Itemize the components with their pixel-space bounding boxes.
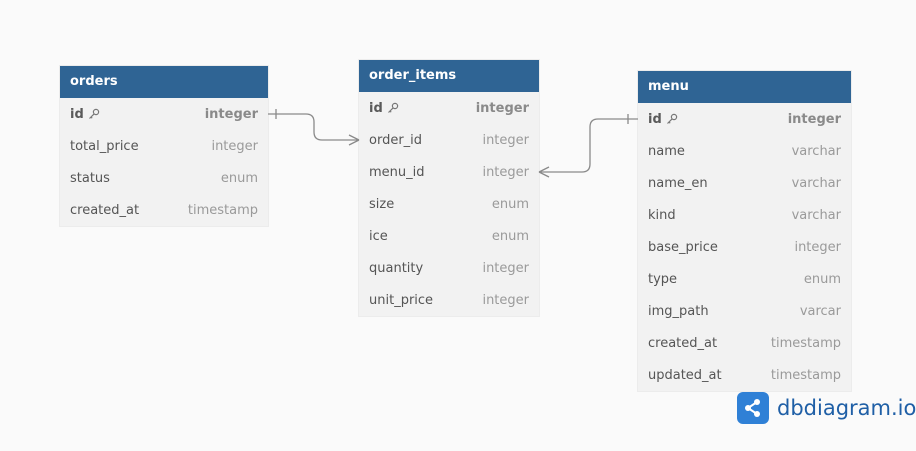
table-header[interactable]: menu [638,71,851,103]
field-name: quantity [369,260,424,276]
field-row[interactable]: created_at timestamp [60,194,268,226]
field-type: integer [482,292,529,308]
field-name: ice [369,228,388,244]
key-icon [88,108,100,120]
field-row[interactable]: created_at timestamp [638,327,851,359]
field-name: menu_id [369,164,425,180]
field-type: integer [482,164,529,180]
key-icon [387,102,399,114]
field-name: kind [648,207,676,223]
field-row[interactable]: id integer [638,103,851,135]
field-row[interactable]: name_en varchar [638,167,851,199]
field-name: created_at [70,202,140,218]
field-row[interactable]: id integer [60,98,268,130]
field-name: name_en [648,175,708,191]
table-order-items[interactable]: order_items id integer order_id integer … [359,60,539,316]
field-name: base_price [648,239,718,255]
field-row[interactable]: ice enum [359,220,539,252]
field-row[interactable]: kind varchar [638,199,851,231]
field-row[interactable]: menu_id integer [359,156,539,188]
field-type: varchar [791,175,841,191]
many-marker [348,134,360,146]
many-marker [538,166,550,178]
field-row[interactable]: unit_price integer [359,284,539,316]
field-name: id [369,100,383,116]
brand-name: dbdiagram.io [777,396,916,420]
field-type: timestamp [770,335,841,351]
relation-orders-order-items [268,113,359,141]
field-name: updated_at [648,367,722,383]
field-row[interactable]: img_path varcar [638,295,851,327]
field-row[interactable]: size enum [359,188,539,220]
field-type: enum [220,170,258,186]
table-orders[interactable]: orders id integer total_price integer st… [60,66,268,226]
field-row[interactable]: updated_at timestamp [638,359,851,391]
field-type: integer [787,111,841,127]
field-name: id [70,106,84,122]
field-row[interactable]: id integer [359,92,539,124]
field-name: order_id [369,132,423,148]
field-type: integer [475,100,529,116]
field-row[interactable]: order_id integer [359,124,539,156]
field-type: timestamp [770,367,841,383]
field-name: size [369,196,395,212]
table-header[interactable]: order_items [359,60,539,92]
field-row[interactable]: total_price integer [60,130,268,162]
field-type: varchar [791,143,841,159]
field-type: timestamp [187,202,258,218]
field-type: varchar [791,207,841,223]
field-row[interactable]: type enum [638,263,851,295]
field-name: type [648,271,678,287]
share-nodes-icon [737,392,769,424]
relation-menu-order-items [539,118,638,173]
field-type: integer [482,260,529,276]
table-header[interactable]: orders [60,66,268,98]
field-row[interactable]: base_price integer [638,231,851,263]
field-type: enum [491,196,529,212]
field-name: status [70,170,110,186]
field-name: id [648,111,662,127]
field-type: integer [211,138,258,154]
field-name: created_at [648,335,718,351]
field-row[interactable]: status enum [60,162,268,194]
table-menu[interactable]: menu id integer name varchar name_en var… [638,71,851,391]
brand-logo[interactable]: dbdiagram.io [737,392,916,424]
field-name: total_price [70,138,139,154]
field-type: integer [482,132,529,148]
field-type: varcar [799,303,841,319]
field-type: integer [794,239,841,255]
field-type: enum [491,228,529,244]
key-icon [666,113,678,125]
field-row[interactable]: name varchar [638,135,851,167]
field-row[interactable]: quantity integer [359,252,539,284]
field-name: name [648,143,685,159]
field-type: integer [204,106,258,122]
field-name: img_path [648,303,709,319]
field-name: unit_price [369,292,434,308]
field-type: enum [803,271,841,287]
